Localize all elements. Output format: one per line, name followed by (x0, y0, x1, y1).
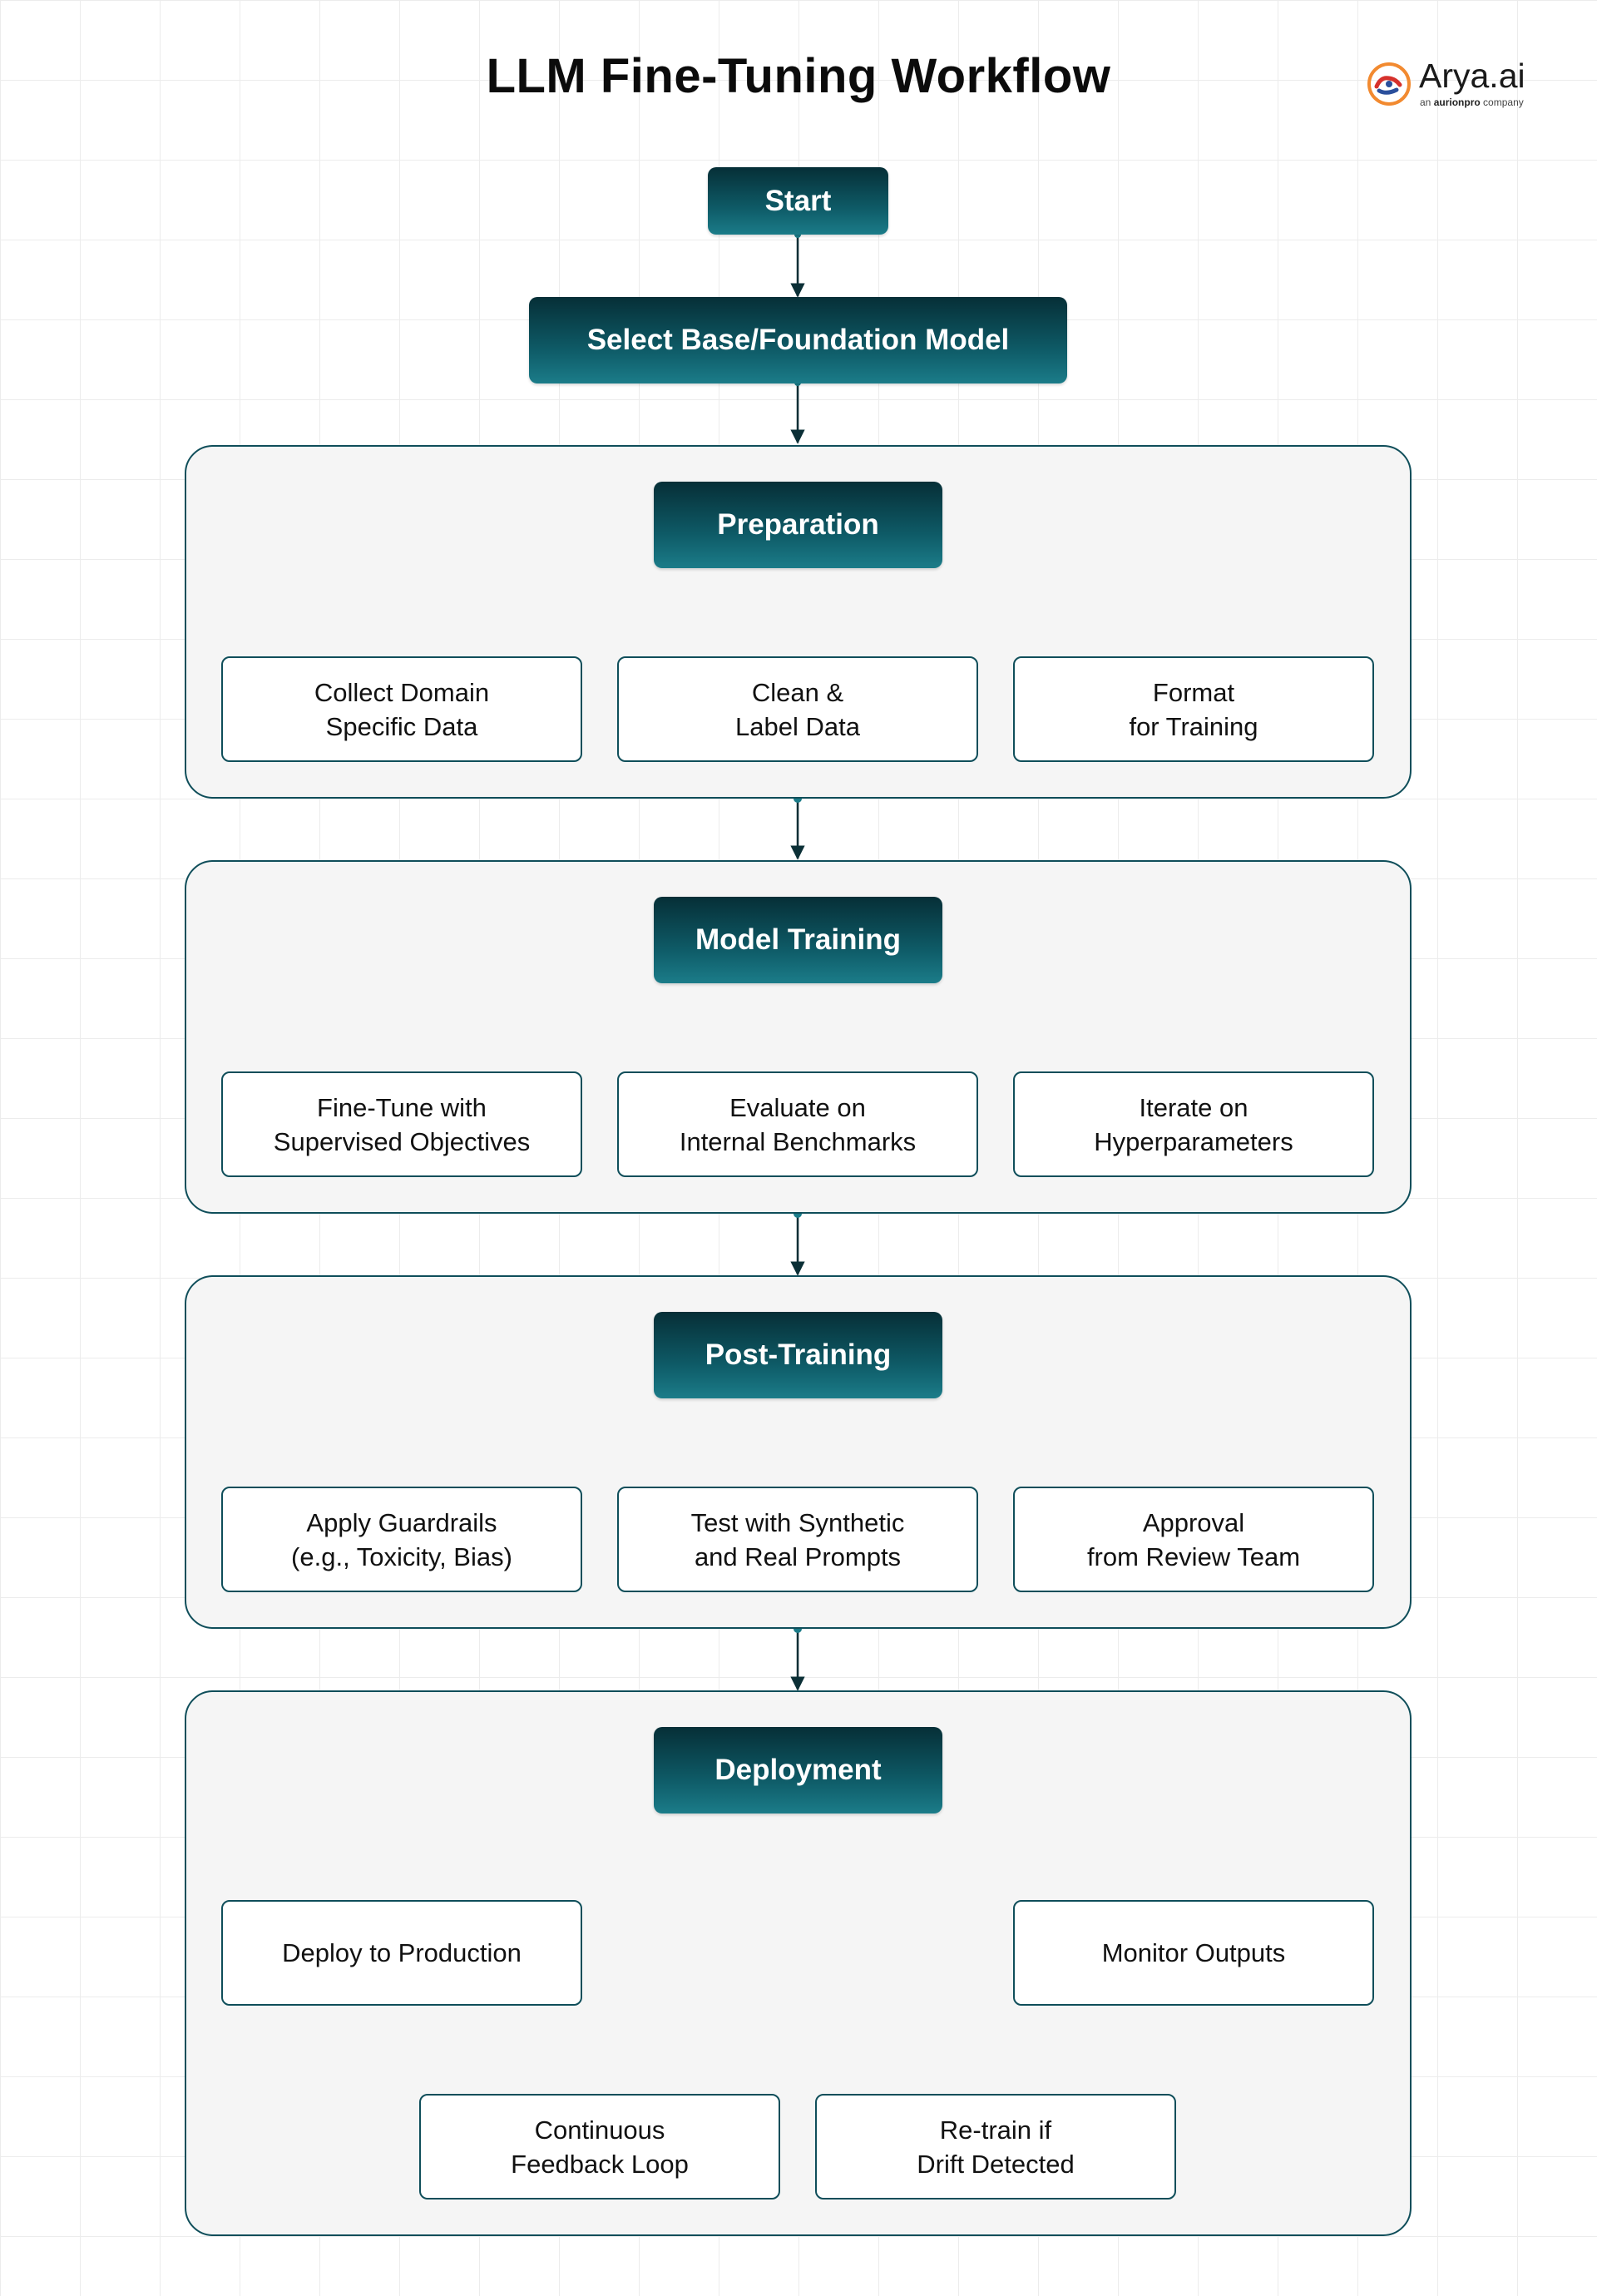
step-apply-guardrails: Apply Guardrails (e.g., Toxicity, Bias) (221, 1487, 582, 1592)
brand-logo: Arya.ai an aurionpro company (1367, 57, 1533, 111)
step-clean-label-data: Clean & Label Data (617, 656, 978, 762)
step-test-prompts: Test with Synthetic and Real Prompts (617, 1487, 978, 1592)
logo-wordmark: Arya.ai (1419, 57, 1525, 95)
page-title: LLM Fine-Tuning Workflow (486, 49, 1111, 103)
start-node: Start (708, 167, 888, 235)
step-evaluate: Evaluate on Internal Benchmarks (617, 1071, 978, 1177)
step-iterate: Iterate on Hyperparameters (1013, 1071, 1374, 1177)
step-monitor-outputs: Monitor Outputs (1013, 1900, 1374, 2006)
step-format-training: Format for Training (1013, 656, 1374, 762)
deployment-heading: Deployment (654, 1727, 942, 1814)
step-feedback-loop: Continuous Feedback Loop (419, 2094, 780, 2200)
preparation-heading: Preparation (654, 482, 942, 568)
step-retrain-drift: Re-train if Drift Detected (815, 2094, 1176, 2200)
step-collect-data: Collect Domain Specific Data (221, 656, 582, 762)
step-deploy-production: Deploy to Production (221, 1900, 582, 2006)
step-approval: Approval from Review Team (1013, 1487, 1374, 1592)
arya-logo-icon (1367, 62, 1411, 106)
step-fine-tune: Fine-Tune with Supervised Objectives (221, 1071, 582, 1177)
base-model-node: Select Base/Foundation Model (529, 297, 1067, 383)
logo-tagline: an aurionpro company (1420, 96, 1524, 108)
post-training-heading: Post-Training (654, 1312, 942, 1398)
model-training-heading: Model Training (654, 897, 942, 983)
